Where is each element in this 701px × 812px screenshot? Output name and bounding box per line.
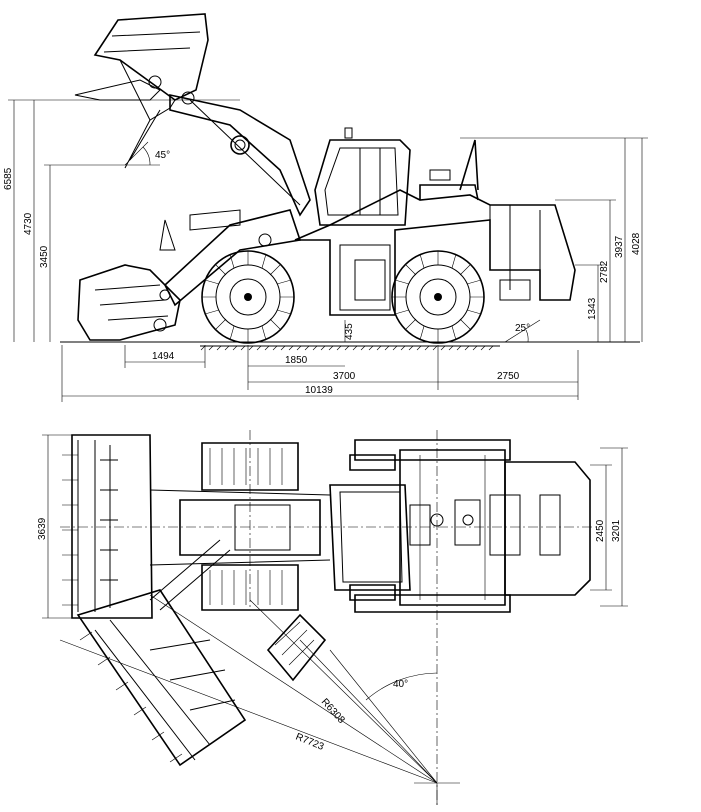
side-angles: 45° 25° — [124, 141, 545, 343]
dim-10139: 10139 — [305, 385, 333, 396]
dim-3937: 3937 — [614, 235, 625, 258]
boom-raised — [169, 91, 311, 217]
chassis — [294, 189, 576, 316]
top-rear-wheels — [354, 439, 511, 613]
top-front-frame — [149, 489, 331, 611]
dim-2750: 2750 — [497, 371, 520, 382]
dim-2450: 2450 — [595, 519, 606, 542]
front-wheel — [201, 250, 295, 344]
side-view: 6585 4730 3450 3937 4028 2782 1343 435 1… — [3, 13, 648, 402]
lowered-bucket — [62, 264, 181, 343]
dim-435: 435 — [344, 323, 355, 340]
turning-radii: 40° R6308 R7723 — [59, 594, 460, 805]
top-bucket-turned — [76, 589, 247, 767]
dump-angle-label: 45° — [155, 150, 170, 161]
top-bucket-straight — [62, 434, 153, 619]
top-rear-body — [329, 449, 591, 606]
raised-bucket — [74, 13, 209, 169]
radius-6308: R6308 — [319, 697, 347, 727]
side-height-dimensions: 6585 4730 3450 3937 4028 2782 1343 435 — [3, 99, 648, 342]
ground-line — [60, 341, 640, 351]
rear-wheel — [391, 250, 485, 344]
dim-3450: 3450 — [39, 245, 50, 268]
dim-1494: 1494 — [152, 351, 175, 362]
dim-1343: 1343 — [587, 297, 598, 320]
dim-4730: 4730 — [23, 212, 34, 235]
dim-6585: 6585 — [3, 167, 14, 190]
dim-4028: 4028 — [631, 232, 642, 255]
steer-angle-label: 40° — [393, 679, 408, 690]
side-length-dimensions: 1494 1850 3700 2750 10139 — [61, 345, 579, 402]
dim-2782: 2782 — [599, 260, 610, 283]
cab — [314, 127, 411, 226]
dim-1850: 1850 — [285, 355, 308, 366]
dim-3639: 3639 — [37, 517, 48, 540]
departure-angle-label: 25° — [515, 323, 530, 334]
engine-hood — [419, 139, 479, 201]
top-view: 3639 2450 3201 40° R6308 R7723 — [37, 430, 628, 805]
dim-3700: 3700 — [333, 371, 356, 382]
dim-3201: 3201 — [611, 519, 622, 542]
top-width-dimensions: 3639 2450 3201 — [37, 434, 628, 619]
top-front-wheels — [201, 442, 327, 682]
